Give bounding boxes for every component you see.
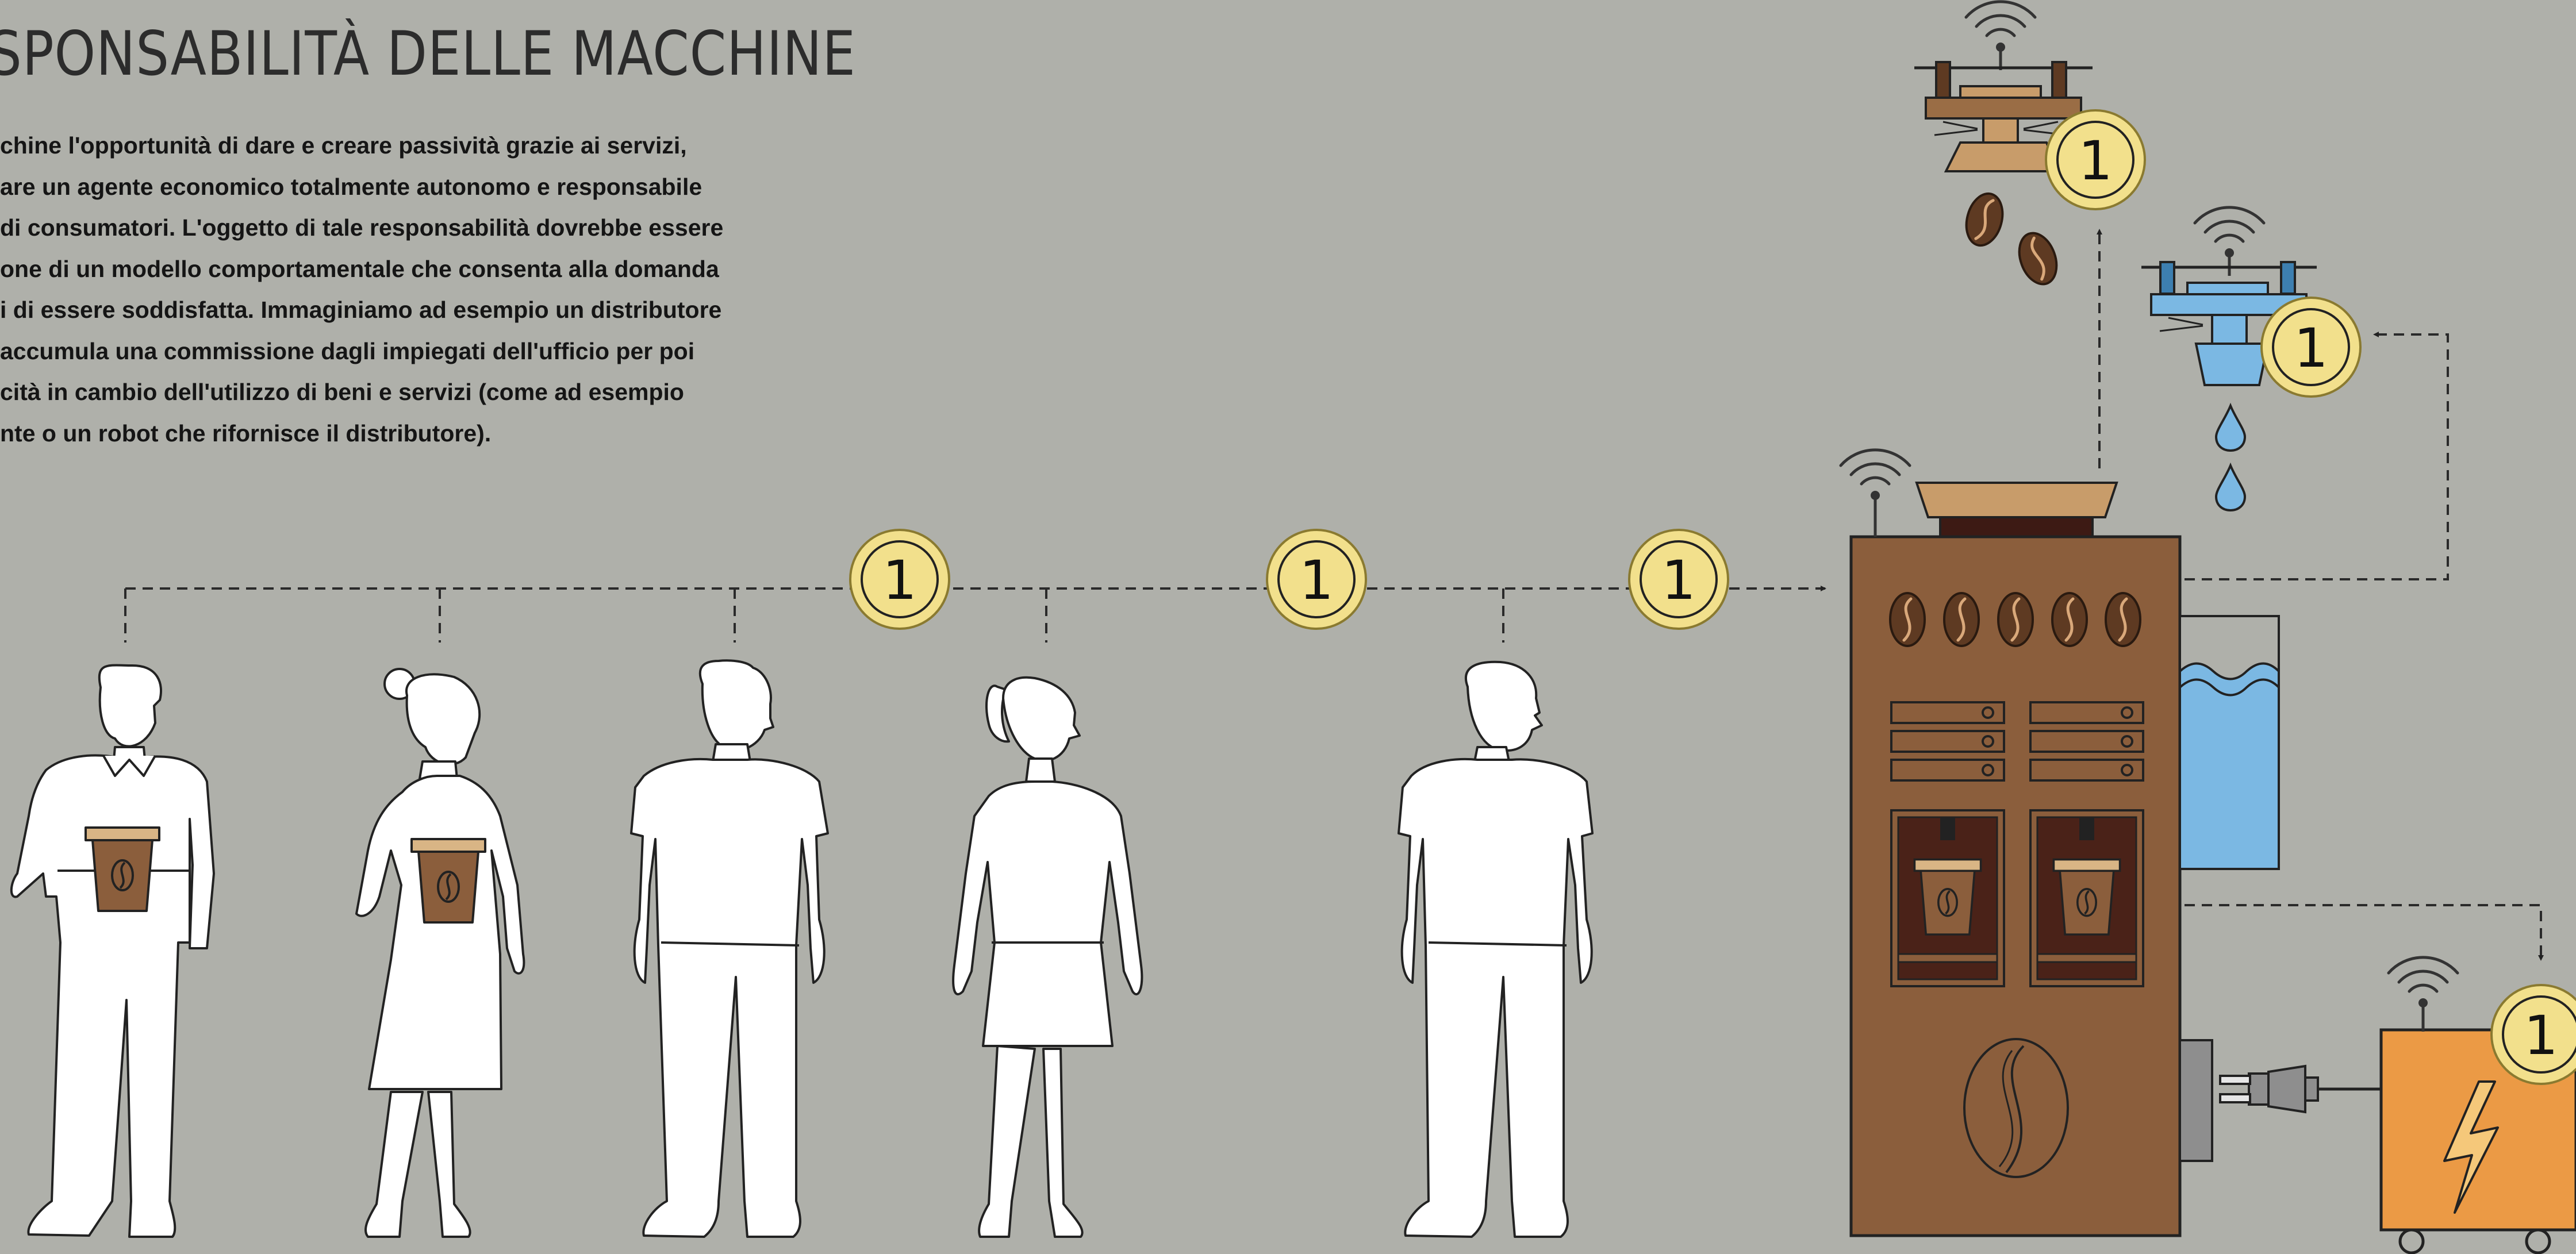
coin-icon: 1 (2491, 985, 2576, 1084)
dispenser-left (1891, 810, 2004, 986)
coffee-bean-icon (1961, 190, 2063, 290)
coin-value: 1 (2078, 130, 2113, 193)
coffee-supplier-drone: 1 (1914, 2, 2145, 290)
wifi-icon (1841, 450, 1910, 537)
person-woman-ponytail (953, 678, 1142, 1237)
power-supply: 1 (2220, 957, 2576, 1253)
vending-machine (1841, 450, 2212, 1236)
wifi-icon (1966, 2, 2035, 70)
person-man-looking-right (1399, 662, 1592, 1237)
coin-value: 1 (1299, 549, 1334, 612)
coin-value: 1 (1661, 549, 1696, 612)
coin-value: 1 (2524, 1005, 2558, 1067)
coin-icon: 1 (2262, 298, 2360, 397)
coin-value: 1 (2294, 317, 2328, 380)
coin-icon: 1 (1267, 530, 1366, 629)
water-tank (2180, 616, 2279, 869)
water-supplier-drone: 1 (2141, 207, 2360, 510)
wifi-icon (2195, 207, 2264, 276)
wheel-icon (2400, 1230, 2550, 1253)
plug-icon (2220, 1066, 2381, 1112)
coin-icon: 1 (850, 530, 949, 629)
coin-icon: 1 (1629, 530, 1728, 629)
water-drop-icon (2216, 406, 2245, 510)
coin-value: 1 (882, 549, 917, 612)
person-man-curly-hair (631, 660, 828, 1237)
person-woman-with-cup (356, 669, 524, 1237)
person-man-with-cup (11, 665, 214, 1237)
dispenser-right (2030, 810, 2143, 986)
wifi-icon (2389, 957, 2458, 1032)
coin-icon: 1 (2046, 110, 2145, 209)
